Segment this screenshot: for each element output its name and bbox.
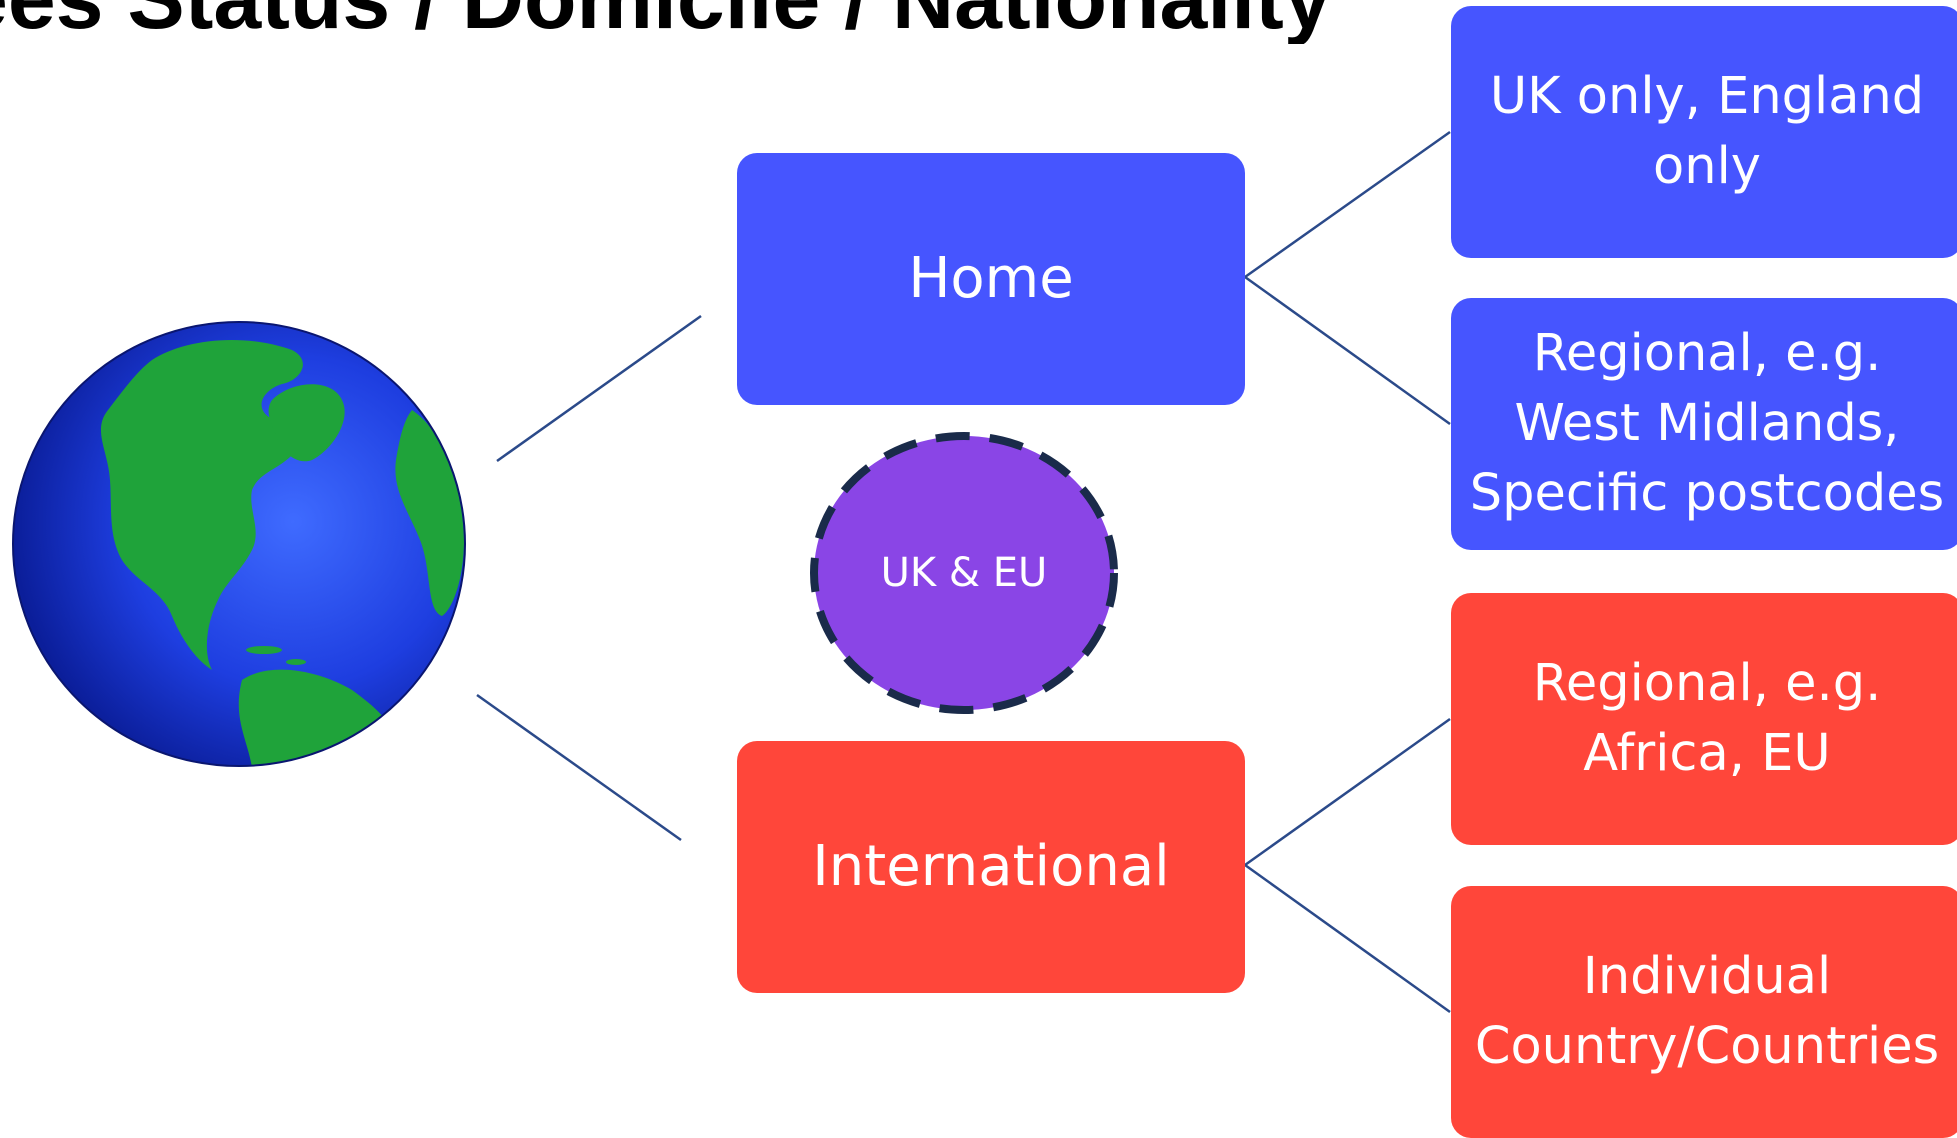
home-child-label: Regional, e.g. West Midlands, Specific p… [1469,324,1945,523]
home-label: Home [908,246,1074,311]
connector-home-child-2 [1244,275,1451,426]
connector-globe-international [476,693,682,842]
international-child-label: Individual Country/Countries [1474,947,1940,1076]
overlap-label: UK & EU [880,550,1048,596]
international-child-label: Regional, e.g. Africa, EU [1532,654,1882,783]
connector-home-child-1 [1244,130,1451,279]
international-child-individual: Individual Country/Countries [1451,886,1957,1138]
home-child-label: UK only, England only [1489,67,1925,196]
connector-international-child-1 [1244,717,1451,867]
home-child-uk-england: UK only, England only [1451,6,1957,258]
home-child-regional: Regional, e.g. West Midlands, Specific p… [1451,298,1957,550]
international-child-regional: Regional, e.g. Africa, EU [1451,593,1957,845]
globe-icon [12,321,466,767]
overlap-circle [810,432,1118,714]
international-box: International [737,741,1245,993]
connector-globe-home [496,314,702,463]
international-label: International [812,834,1170,899]
connector-international-child-2 [1244,863,1451,1014]
home-box: Home [737,153,1245,405]
page-title: ees Status / Domicile / Nationality [0,0,1360,44]
